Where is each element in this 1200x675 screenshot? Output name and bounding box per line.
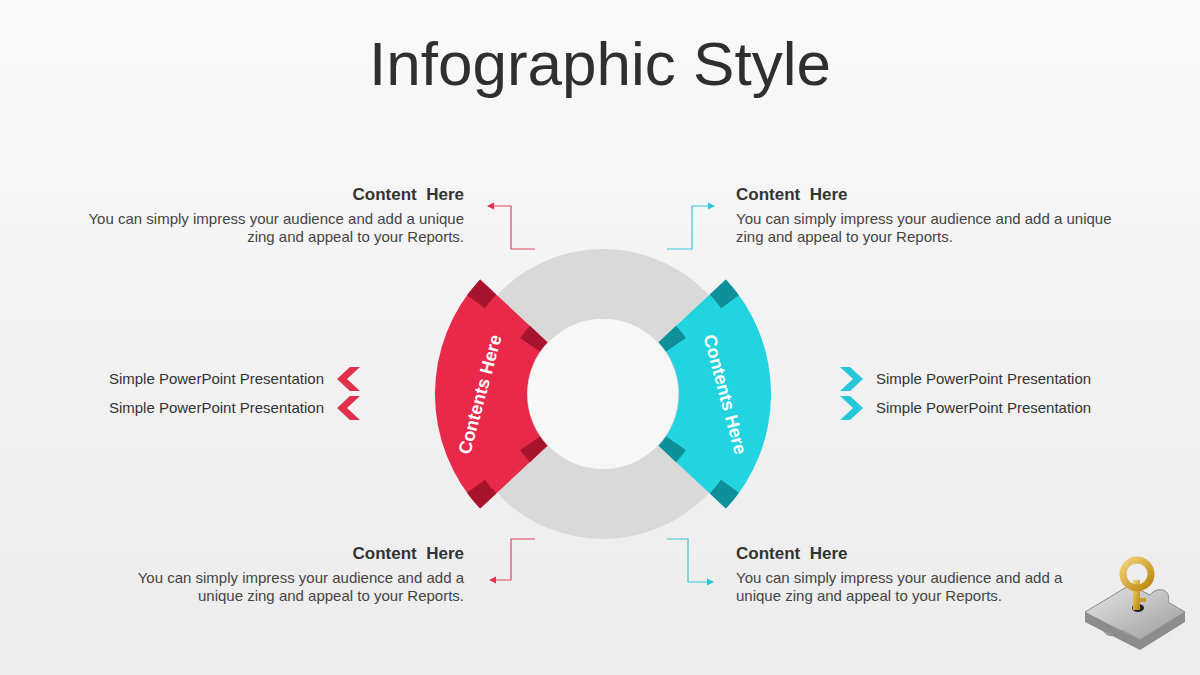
band-shape [644,268,778,522]
title: Infographic Style [0,28,1200,99]
band-part [659,437,686,463]
band-part [710,279,739,308]
block-body: You can simply impress your audience and… [736,569,1066,605]
bullet-text: Simple PowerPoint Presentation [876,370,1091,388]
band-part [435,279,547,508]
key-puzzle-icon [1085,560,1185,650]
ring-hole [528,319,678,469]
block-body: You can simply impress your audience and… [134,569,464,605]
block-body: You can simply impress your audience and… [736,210,1126,246]
bullet-text: Simple PowerPoint Presentation [876,399,1091,417]
block-heading: Content Here [134,543,464,565]
band-part [467,480,496,509]
cyan-band: Contents Here [644,268,778,522]
block-heading: Content Here [736,543,1066,565]
block-body: You can simply impress your audience and… [74,210,464,246]
bullet-text: Simple PowerPoint Presentation [109,370,324,388]
chevrons [337,367,863,420]
band-shape [428,268,562,522]
bullet-text: Simple PowerPoint Presentation [109,399,324,417]
band-part [710,480,739,509]
band-part [659,279,771,508]
block-heading: Content Here [84,184,464,206]
red-band: Contents Here [428,268,562,522]
block-heading: Content Here [736,184,1116,206]
band-part [520,437,547,463]
band-part [659,326,686,352]
band-part [467,279,496,308]
band-part [520,326,547,352]
